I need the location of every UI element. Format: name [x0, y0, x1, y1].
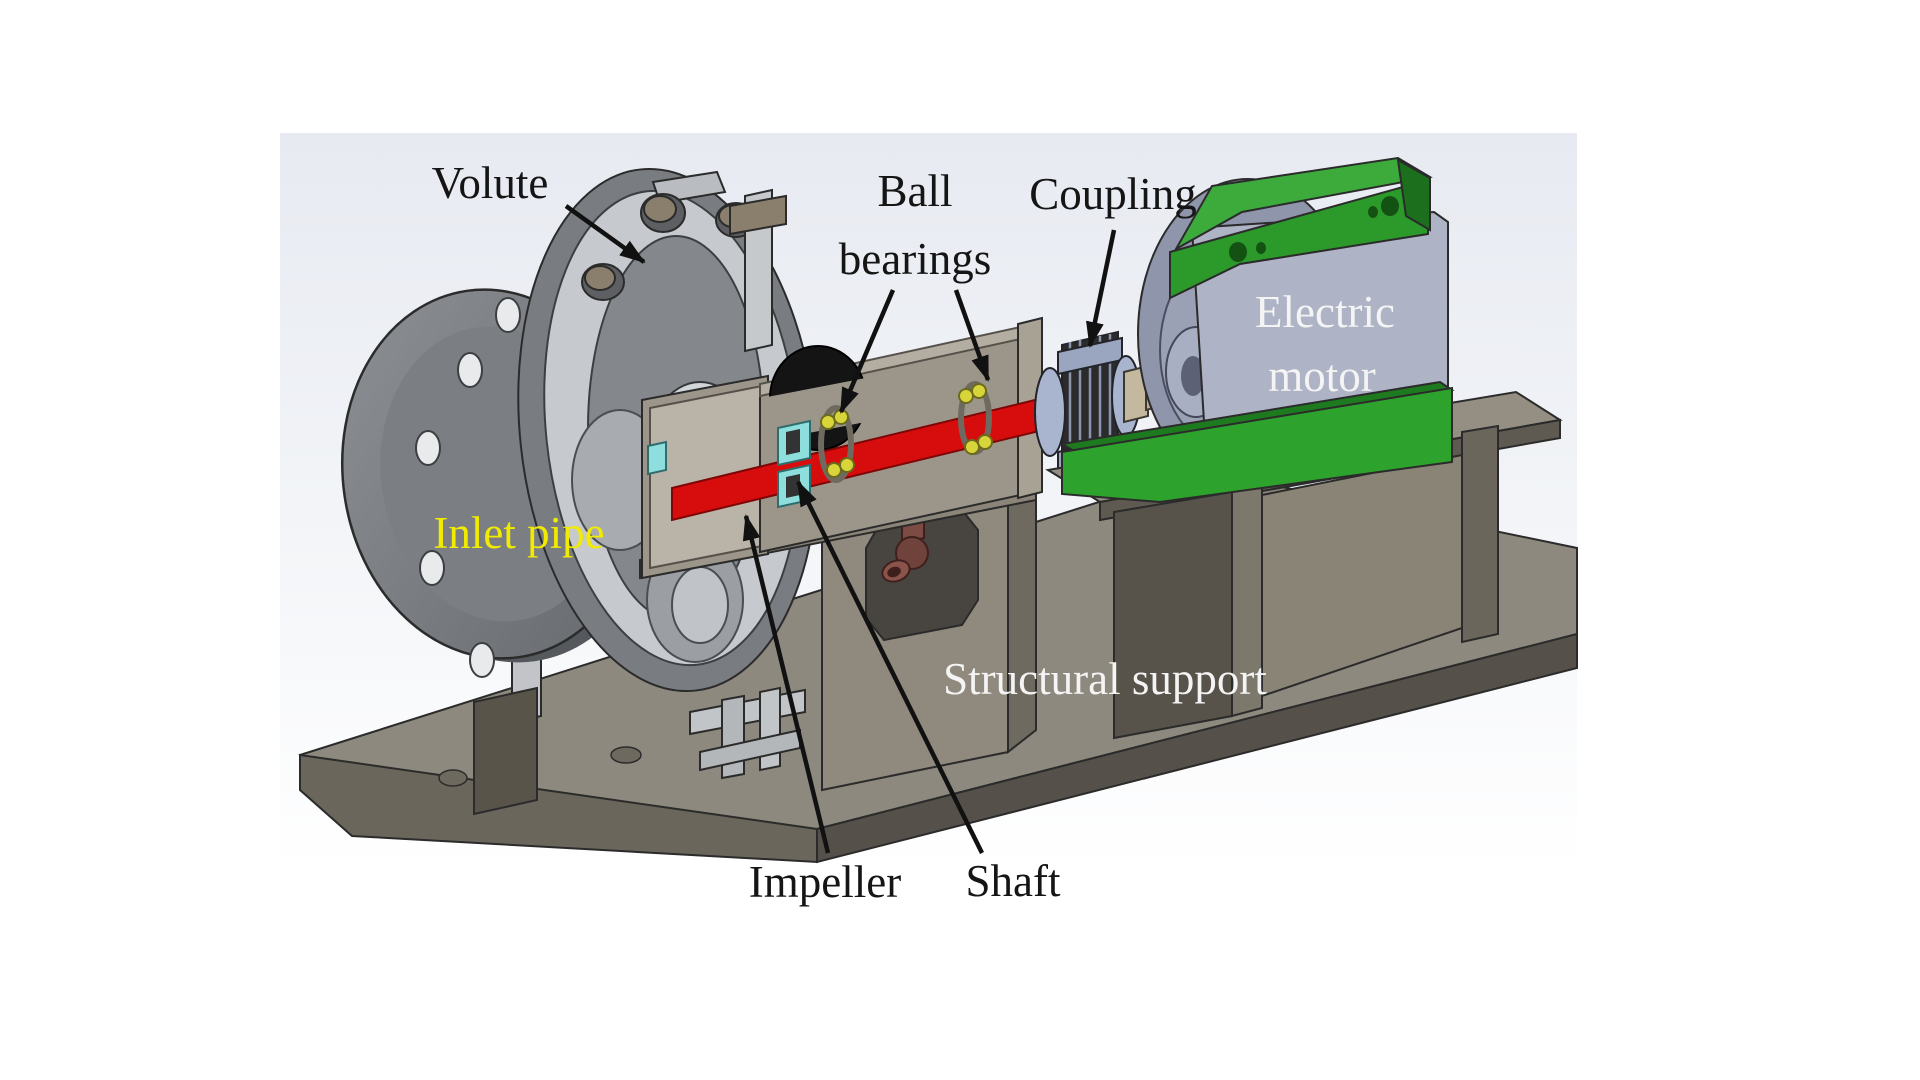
shaft-leader-arrow	[795, 480, 985, 854]
motor-vent-holes	[1229, 196, 1399, 262]
electric-motor-label-line1: Electric	[1255, 287, 1395, 337]
base-plate-left	[299, 753, 818, 864]
ball-bearing-right-leader-arrow	[953, 289, 991, 382]
motor-table-leg-right	[1461, 424, 1499, 644]
ball-bearings-label-line2: bearings	[839, 234, 991, 284]
motor-green-right-face	[1396, 158, 1431, 232]
motor-hub-bore	[1181, 356, 1205, 396]
coupling-hub-left	[1034, 367, 1066, 457]
electric-motor-label-line2: motor	[1268, 351, 1376, 401]
electric-motor	[1059, 156, 1455, 504]
volute-leader-arrow	[564, 204, 646, 264]
volute-label: Volute	[432, 158, 549, 208]
motor-green-top-face	[1173, 156, 1433, 252]
discharge-bore	[671, 566, 729, 644]
inlet-pipe-label: Inlet pipe	[433, 508, 604, 558]
ball-bearings-balls	[820, 383, 993, 478]
ball-bearing-left-leader-arrow	[838, 289, 896, 414]
ball-bearings-label-line1: Ball	[878, 166, 953, 216]
impeller-leader-arrow	[742, 514, 831, 854]
motor-green-foot-front	[1061, 386, 1453, 504]
seal-slots	[786, 429, 800, 498]
base-bolt-hole	[610, 746, 642, 764]
ball-bearing-race-left	[818, 405, 854, 483]
seals-and-bearings	[647, 381, 993, 509]
base-bolt-hole	[438, 769, 468, 787]
shaft-label: Shaft	[966, 856, 1061, 906]
support-frame-window	[865, 508, 979, 642]
impeller-label: Impeller	[749, 857, 901, 907]
callout-labels: Volute Ball bearings Coupling Electric m…	[432, 158, 1395, 907]
pedestal-leg	[473, 686, 538, 816]
leader-arrows	[564, 204, 1117, 854]
volute-bottom-clamp	[689, 686, 806, 780]
coupling-leader-arrow	[1086, 229, 1117, 348]
flange-bolt-holes	[415, 297, 521, 678]
coupling-label: Coupling	[1029, 169, 1197, 219]
casing-strap-cap	[729, 194, 787, 236]
structural-support-label: Structural support	[943, 654, 1267, 704]
motor-green-front-face	[1169, 178, 1429, 300]
